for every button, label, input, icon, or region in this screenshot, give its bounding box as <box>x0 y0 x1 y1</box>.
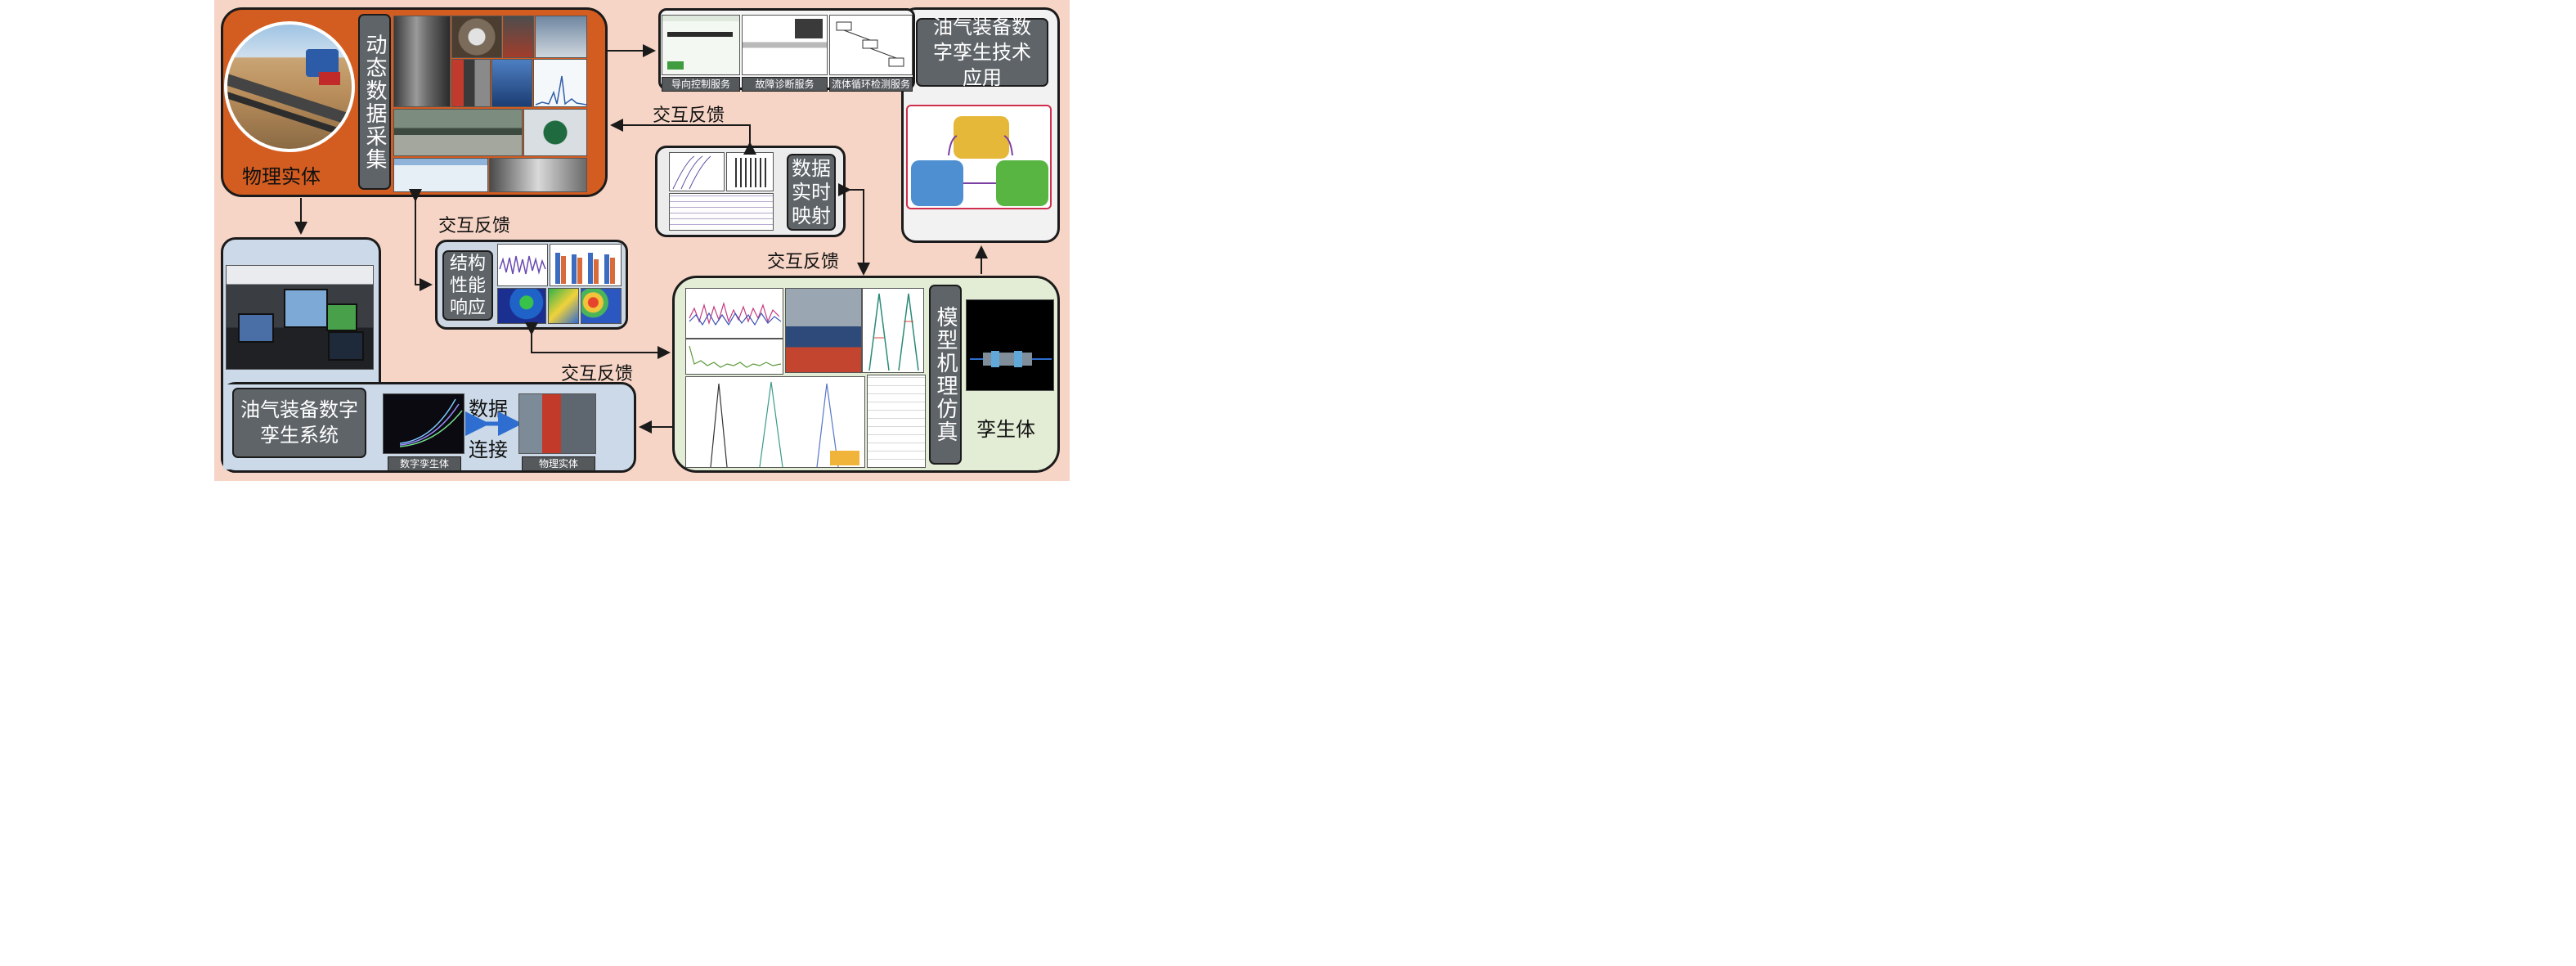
dynamic-data-label: 动态数据采集 <box>358 14 391 190</box>
collage-photo-pipe <box>393 16 451 107</box>
service-screenshot-fluid <box>829 15 913 75</box>
physical-entity-caption: 物理实体 <box>522 456 595 471</box>
data-link-label-top: 数据 <box>469 398 508 420</box>
collage-photo-equipment <box>503 16 534 58</box>
collage-photo-spectrum <box>533 59 587 107</box>
service-caption-fluid: 流体循环检测服务 <box>829 77 913 92</box>
mapping-drill-lines <box>735 158 768 187</box>
digital-twin-caption: 数字孪生体 <box>388 456 461 471</box>
structure-fem-block <box>548 288 579 324</box>
structure-bar-chart <box>550 244 622 286</box>
service-caption-guidance: 导向控制服务 <box>662 77 740 92</box>
mapping-curves-image <box>669 152 725 191</box>
collage-photo-tools <box>451 59 491 107</box>
collage-photo-software <box>393 158 488 192</box>
structure-signal-chart <box>497 244 548 286</box>
simulation-stress-chart <box>862 288 924 373</box>
data-mapping-label: 数据实时映射 <box>787 154 836 231</box>
collage-photo-sensor <box>523 109 587 156</box>
service-screenshot-guidance <box>662 15 740 75</box>
collage-photo-workstation <box>489 158 587 192</box>
monitor-screen <box>284 289 328 328</box>
structure-response-label: 结构性能响应 <box>442 250 493 321</box>
spectrum-chart-icon <box>535 75 586 106</box>
data-link-label-bottom: 连接 <box>469 438 508 461</box>
simulation-derrick-icon <box>710 381 859 467</box>
simulation-table-image <box>867 375 926 468</box>
drill-machine-red <box>319 72 340 85</box>
monitor-screen <box>326 303 357 331</box>
twin-system-title: 油气装备数字孪生系统 <box>232 388 366 458</box>
digital-twin-curves-icon <box>399 398 463 447</box>
simulation-line-icon <box>689 345 782 368</box>
feedback-label-left: 交互反馈 <box>438 216 511 236</box>
simulation-machine-photo <box>785 288 862 373</box>
mapping-curve-icon <box>672 155 711 190</box>
app-link-arrows <box>948 135 1013 184</box>
physical-entity-label: 物理实体 <box>242 165 321 188</box>
feedback-label-top: 交互反馈 <box>653 106 725 126</box>
simulation-line-chart <box>685 339 783 375</box>
mapping-drill-image <box>726 152 774 191</box>
collage-photo-test-bench <box>393 109 523 156</box>
twin-body-image <box>966 299 1054 391</box>
collage-photo-flange <box>451 16 502 58</box>
collage-photo-blue <box>491 59 532 107</box>
fluid-flowchart-icon <box>836 21 904 67</box>
physical-entity-image <box>518 393 596 454</box>
digital-twin-image <box>383 393 464 454</box>
control-room-photo <box>226 265 374 370</box>
signal-plot-icon <box>499 255 546 275</box>
feedback-label-bottom: 交互反馈 <box>561 364 634 384</box>
twin-application-title: 油气装备数字孪生技术应用 <box>916 16 1048 89</box>
app-node-yellow <box>954 116 1009 159</box>
collage-photo-lab <box>535 16 587 58</box>
structure-fem-blue <box>497 288 546 324</box>
fault-photo-device <box>795 19 823 38</box>
twin-body-tool-icon <box>970 351 1052 367</box>
monitor-screen <box>328 331 364 361</box>
monitor-screen <box>238 313 274 343</box>
simulation-stress-icon <box>868 293 919 371</box>
simulation-wave-icon <box>689 301 782 326</box>
guidance-indicator-bar <box>667 32 733 37</box>
field-photo-circle <box>224 21 355 152</box>
app-node-green <box>996 160 1048 206</box>
twin-body-label: 孪生体 <box>976 418 1035 441</box>
structure-fem-heat <box>581 288 622 324</box>
diagram-stage: 物理实体 动态数据采集 油气装备数字孪生技术应用 <box>0 0 1288 481</box>
engineering-application-chart <box>906 105 1052 209</box>
app-node-blue <box>911 160 963 206</box>
mapping-schematic-image <box>669 193 774 231</box>
feedback-label-right: 交互反馈 <box>767 252 840 272</box>
simulation-wave-chart <box>685 288 783 339</box>
simulation-derrick-image <box>685 376 865 468</box>
bar-plot-icon <box>555 253 615 284</box>
service-screenshot-fault <box>742 15 828 75</box>
model-simulation-label: 模型机理仿真 <box>929 285 962 465</box>
service-caption-fault: 故障诊断服务 <box>742 77 828 92</box>
guidance-indicator-button <box>667 61 684 70</box>
